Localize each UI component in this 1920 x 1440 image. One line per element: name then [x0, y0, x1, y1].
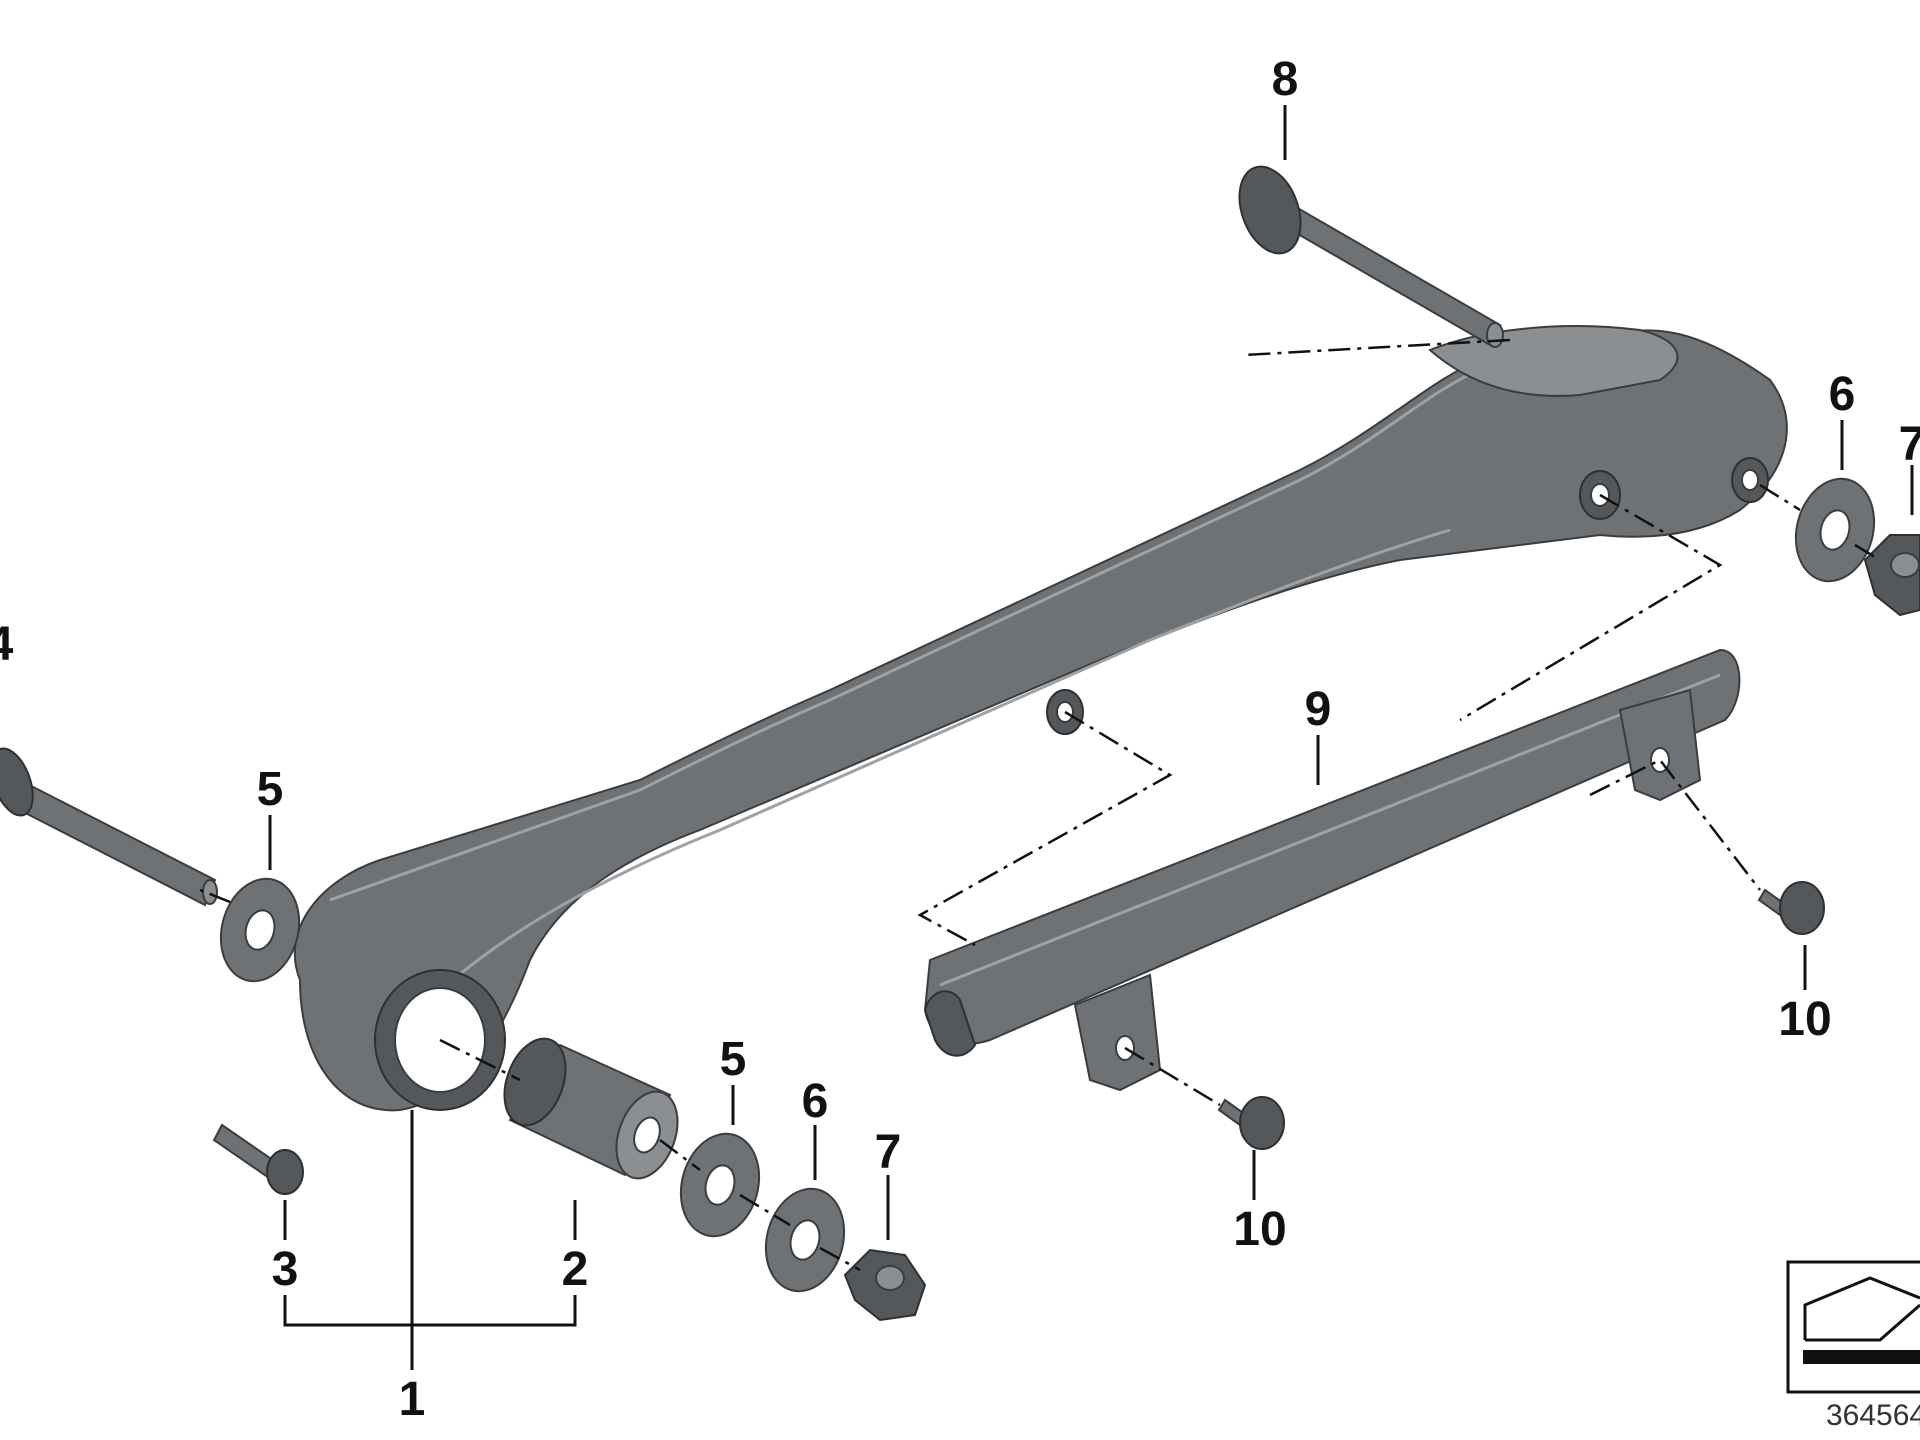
bolt-8 [1238, 165, 1504, 348]
callout-7-right: 7 [1899, 418, 1920, 471]
screw-10-right [1757, 881, 1825, 935]
callout-5-right: 5 [720, 1033, 747, 1086]
callout-3: 3 [272, 1243, 299, 1296]
guard-9 [923, 648, 1741, 1092]
callout-2: 2 [562, 1243, 589, 1296]
document-number: 364564 [1826, 1399, 1920, 1432]
callout-10-bottom: 10 [1233, 1203, 1286, 1256]
assembly-axes [199, 338, 1881, 1272]
callout-5-left: 5 [257, 763, 284, 816]
washer-5-right [679, 1132, 761, 1238]
nut-7-bottom [843, 1248, 927, 1322]
callout-6-bottom: 6 [802, 1075, 829, 1128]
callout-9: 9 [1305, 683, 1332, 736]
callout-10-right: 10 [1778, 993, 1831, 1046]
callout-8: 8 [1272, 53, 1299, 106]
bushing-2 [503, 1037, 679, 1180]
bolt-4 [0, 747, 218, 907]
screw-3 [212, 1123, 304, 1195]
callout-7-bottom: 7 [875, 1126, 902, 1179]
screw-10-bottom [1217, 1096, 1285, 1150]
washer-6-right [1794, 477, 1876, 583]
washer-6-bottom [764, 1187, 846, 1293]
callout-6-right: 6 [1829, 368, 1856, 421]
callout-4: 4 [0, 618, 14, 671]
reference-symbol [1786, 1260, 1920, 1394]
callout-1: 1 [399, 1373, 426, 1426]
callout-labels: 8 6 7 4 5 9 5 6 7 10 10 3 2 1 [0, 53, 1920, 1426]
nut-7-right [1863, 534, 1920, 617]
leader-lines [268, 105, 1914, 1370]
washer-5-left [219, 877, 301, 983]
